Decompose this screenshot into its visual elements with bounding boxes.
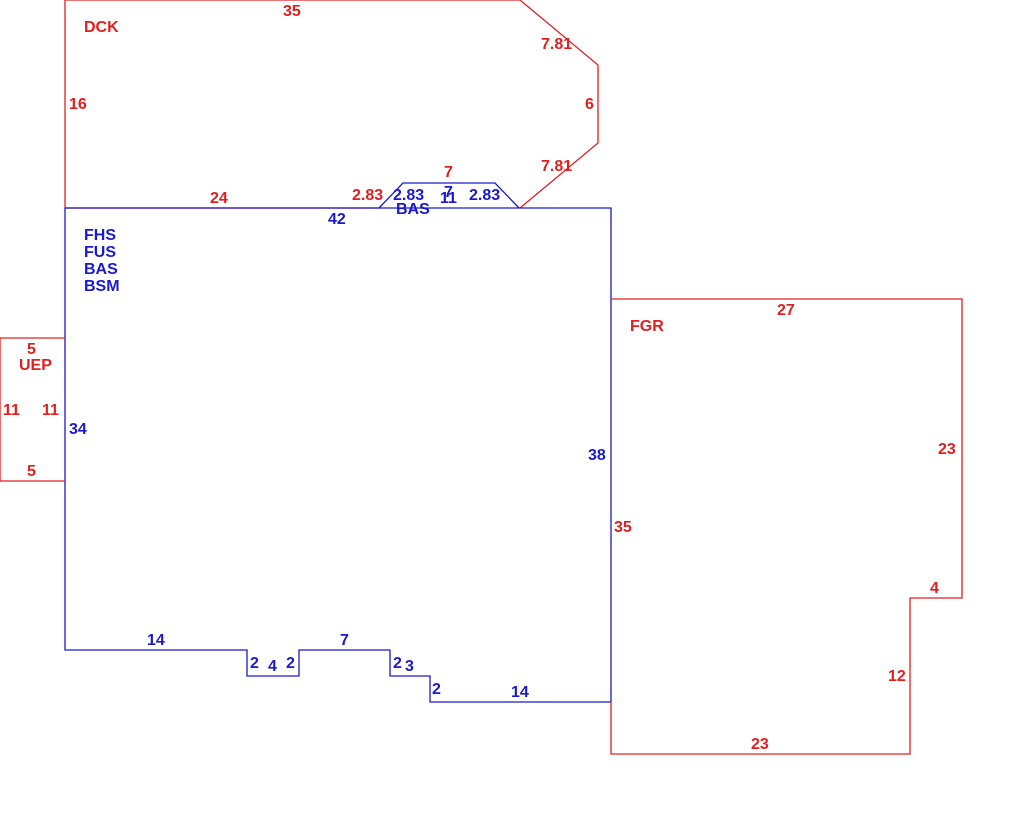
- uep-outline: [0, 337, 65, 482]
- fgr-dim-bottom: 23: [751, 736, 769, 753]
- main-dim-b2a: 2: [250, 655, 259, 672]
- bay-area-label: BAS: [396, 201, 430, 218]
- dck-dim-right: 6: [585, 96, 594, 113]
- main-dim-top: 42: [328, 211, 346, 228]
- bay-inner-dim-left: 2.83: [393, 187, 424, 204]
- bay-outer-dim-left: 2.83: [352, 187, 383, 204]
- main-dim-b5: 2: [393, 655, 402, 672]
- dck-outline: [64, 0, 599, 209]
- uep-dim-top: 5: [27, 341, 36, 358]
- bay-outline: [378, 182, 520, 209]
- fgr-area-label: FGR: [630, 318, 664, 335]
- main-area-label-1: FHS: [84, 227, 116, 244]
- main-dim-b8: 14: [511, 684, 529, 701]
- dck-dim-bottom: 24: [210, 190, 228, 207]
- dck-dim-diag-upper: 7.81: [541, 36, 572, 53]
- uep-area-label: UEP: [19, 357, 52, 374]
- dck-dim-diag-lower: 7.81: [541, 158, 572, 175]
- main-dim-right: 38: [588, 447, 606, 464]
- main-dim-b3: 4: [268, 658, 277, 675]
- fgr-dim-notch-top: 4: [930, 580, 939, 597]
- fgr-dim-right: 23: [938, 441, 956, 458]
- uep-dim-bottom: 5: [27, 463, 36, 480]
- main-area-label-4: BSM: [84, 278, 120, 295]
- dck-dim-left: 16: [69, 96, 87, 113]
- fgr-dim-left: 35: [614, 519, 632, 536]
- dck-dim-top: 35: [283, 3, 301, 20]
- dck-area-label: DCK: [84, 19, 119, 36]
- main-dim-b1: 14: [147, 632, 165, 649]
- main-house-outline: [64, 207, 612, 703]
- bay-outer-dim-top: 7: [444, 164, 453, 181]
- main-dim-b2b: 2: [286, 655, 295, 672]
- bay-inner-dim-top: 7: [444, 184, 453, 201]
- main-dim-left: 34: [69, 421, 87, 438]
- uep-dim-left: 11: [3, 402, 20, 419]
- main-area-label-3: BAS: [84, 261, 118, 278]
- uep-dim-right: 11: [42, 402, 59, 419]
- fgr-outline: [610, 298, 963, 755]
- main-dim-b6: 3: [405, 658, 414, 675]
- main-dim-b7: 2: [432, 681, 441, 698]
- fgr-dim-notch-side: 12: [888, 668, 906, 685]
- fgr-dim-top: 27: [777, 302, 795, 319]
- bay-inner-dim-depth: 11: [440, 190, 457, 207]
- bay-inner-dim-right: 2.83: [469, 187, 500, 204]
- main-area-label-2: FUS: [84, 244, 116, 261]
- main-dim-b4: 7: [340, 632, 349, 649]
